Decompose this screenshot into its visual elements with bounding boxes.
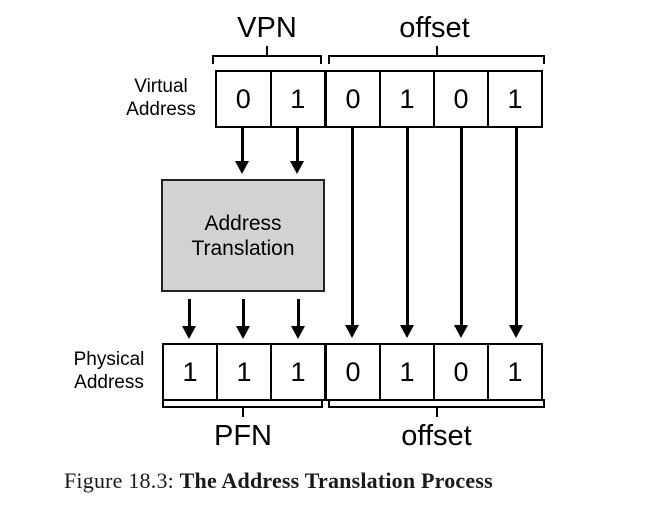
- virtual-offset-bit-cell: 0: [345, 83, 361, 114]
- offset-bottom-brace: [328, 399, 545, 417]
- physical-offset-bit-cell: 0: [433, 345, 487, 399]
- pfn-output-arrow-icon: [182, 299, 196, 339]
- offset-top-label: offset: [399, 12, 470, 44]
- pfn-bit-cell: 1: [270, 345, 324, 399]
- address-translation-label-line1: Address: [204, 211, 282, 235]
- address-translation-label-line2: Translation: [191, 236, 295, 260]
- figure-caption-title: The Address Translation Process: [179, 468, 493, 493]
- address-translation-box: Address Translation: [161, 179, 325, 292]
- physical-address-pfn-box: 1 1 1: [162, 343, 326, 401]
- physical-offset-bit-cell: 1: [379, 345, 433, 399]
- pfn-brace: [162, 399, 323, 417]
- pfn-output-arrow-icon: [236, 299, 250, 339]
- virtual-address-label: Virtual Address: [112, 75, 210, 121]
- virtual-address-offset-box: 0 1 0 1: [325, 70, 543, 128]
- figure-caption-prefix: Figure 18.3:: [64, 468, 174, 493]
- vpn-bit-cell: 0: [235, 83, 251, 114]
- physical-address-offset-box: 0 1 0 1: [325, 343, 543, 401]
- vpn-arrow-down-icon: [235, 128, 249, 174]
- offset-passthrough-arrow-icon: [454, 128, 468, 338]
- virtual-address-vpn-box: 0 1: [215, 70, 326, 128]
- physical-offset-bit-cell: 1: [487, 345, 541, 399]
- physical-address-label-line2: Address: [74, 372, 144, 393]
- pfn-bit-cell: 1: [182, 356, 198, 387]
- offset-passthrough-arrow-icon: [509, 128, 523, 338]
- virtual-offset-bit-cell: 1: [487, 72, 541, 126]
- virtual-address-label-line1: Virtual: [134, 76, 188, 97]
- offset-passthrough-arrow-icon: [400, 128, 414, 338]
- physical-offset-bit-cell: 0: [345, 356, 361, 387]
- physical-address-label-line1: Physical: [73, 349, 145, 370]
- virtual-address-label-line2: Address: [126, 99, 196, 120]
- vpn-label: VPN: [237, 12, 297, 44]
- vpn-arrow-down-icon: [290, 128, 304, 174]
- vpn-brace: [212, 46, 322, 64]
- virtual-offset-bit-cell: 0: [433, 72, 487, 126]
- pfn-output-arrow-icon: [291, 299, 305, 339]
- offset-top-brace: [328, 46, 545, 64]
- figure-caption: Figure 18.3: The Address Translation Pro…: [64, 468, 604, 494]
- pfn-label: PFN: [214, 420, 272, 452]
- offset-passthrough-arrow-icon: [345, 128, 359, 338]
- vpn-bit-cell: 1: [269, 72, 325, 126]
- physical-address-label: Physical Address: [60, 348, 158, 394]
- offset-bottom-label: offset: [401, 420, 472, 452]
- virtual-offset-bit-cell: 1: [379, 72, 433, 126]
- pfn-bit-cell: 1: [216, 345, 270, 399]
